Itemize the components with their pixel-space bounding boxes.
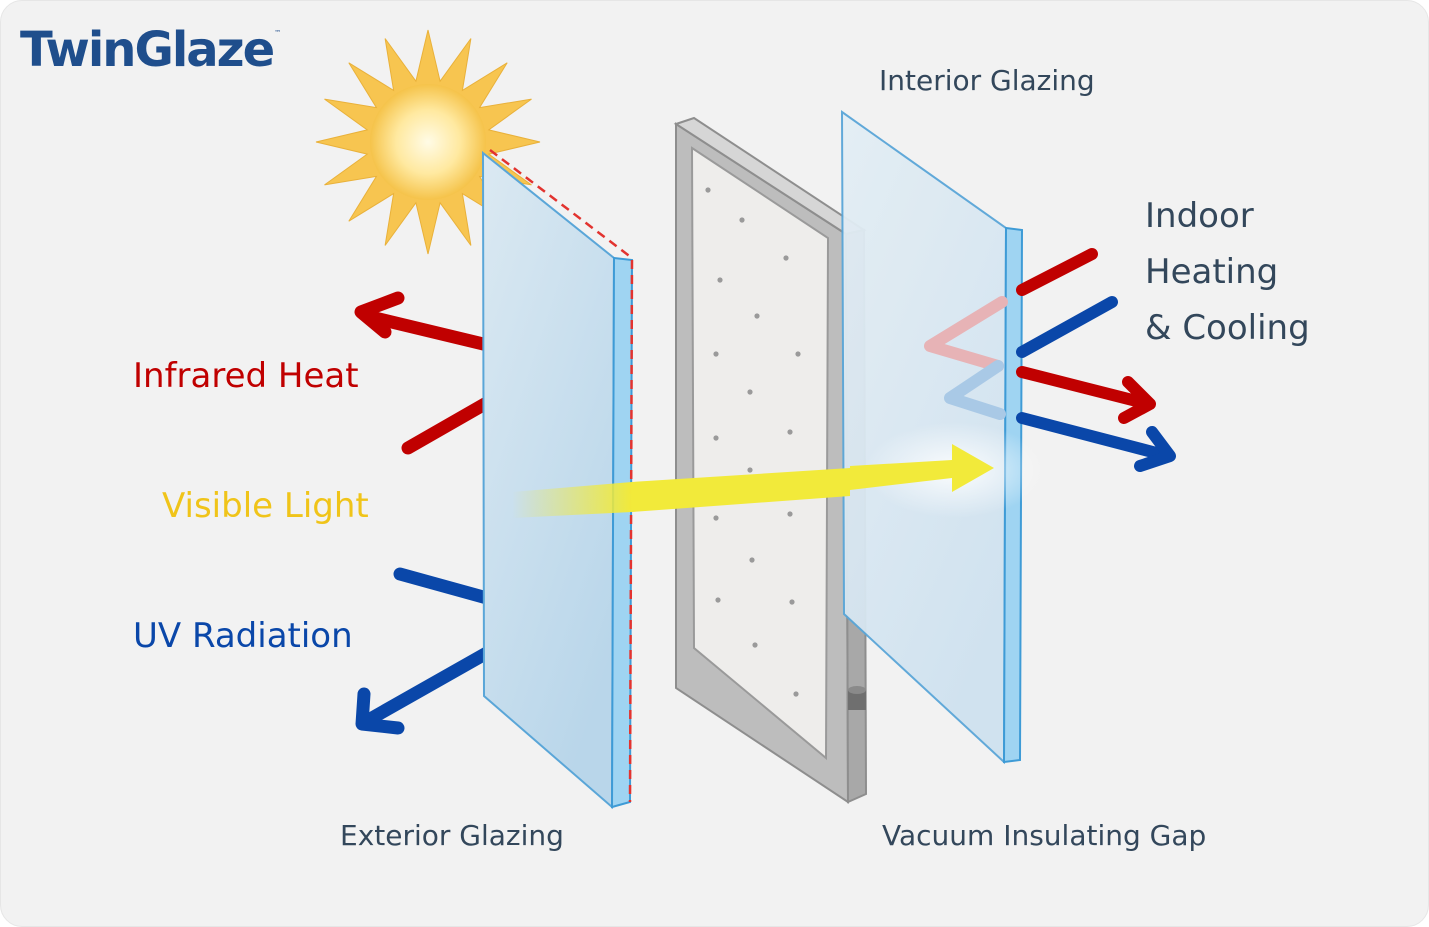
indoor-heating-cooling-label: Indoor Heating & Cooling [1145,188,1310,356]
indoor-heating-arrow [924,248,1156,424]
uv-radiation-label: UV Radiation [133,616,353,656]
spacer-frame [673,116,868,804]
support-pillar [787,511,793,517]
support-pillar [705,187,711,193]
support-pillar [789,599,795,605]
exterior-glazing-label: Exterior Glazing [340,819,564,852]
visible-light-beam [512,482,632,518]
support-pillar [747,467,753,473]
indoor-label-line-2: Heating [1145,252,1279,292]
support-pillar [747,389,753,395]
indoor-label-line-1: Indoor [1145,196,1254,236]
vacuum-gap-label: Vacuum Insulating Gap [882,819,1207,852]
support-pillar [787,429,793,435]
support-pillar [752,642,758,648]
support-pillar [783,255,789,261]
support-pillar [713,435,719,441]
visible-light-arrow [632,444,994,512]
interior-glazing-pane [840,110,1045,765]
support-pillar [713,351,719,357]
infrared-heat-label: Infrared Heat [133,356,359,396]
visible-light-label: Visible Light [162,486,369,526]
support-pillar [795,351,801,357]
support-pillar [754,313,760,319]
interior-glazing-label: Interior Glazing [879,64,1095,97]
support-pillar [739,217,745,223]
support-pillar [717,277,723,283]
trademark-mark: ™ [274,29,282,37]
indoor-cooling-arrow [944,296,1176,472]
indoor-label-line-3: & Cooling [1145,308,1310,348]
support-pillar [713,515,719,521]
exterior-glazing-pane [481,149,634,810]
support-pillar [715,597,721,603]
brand-name: TwinGlaze [20,22,275,78]
support-pillar [749,557,755,563]
support-pillar [793,691,799,697]
pump-out-port [848,686,866,710]
